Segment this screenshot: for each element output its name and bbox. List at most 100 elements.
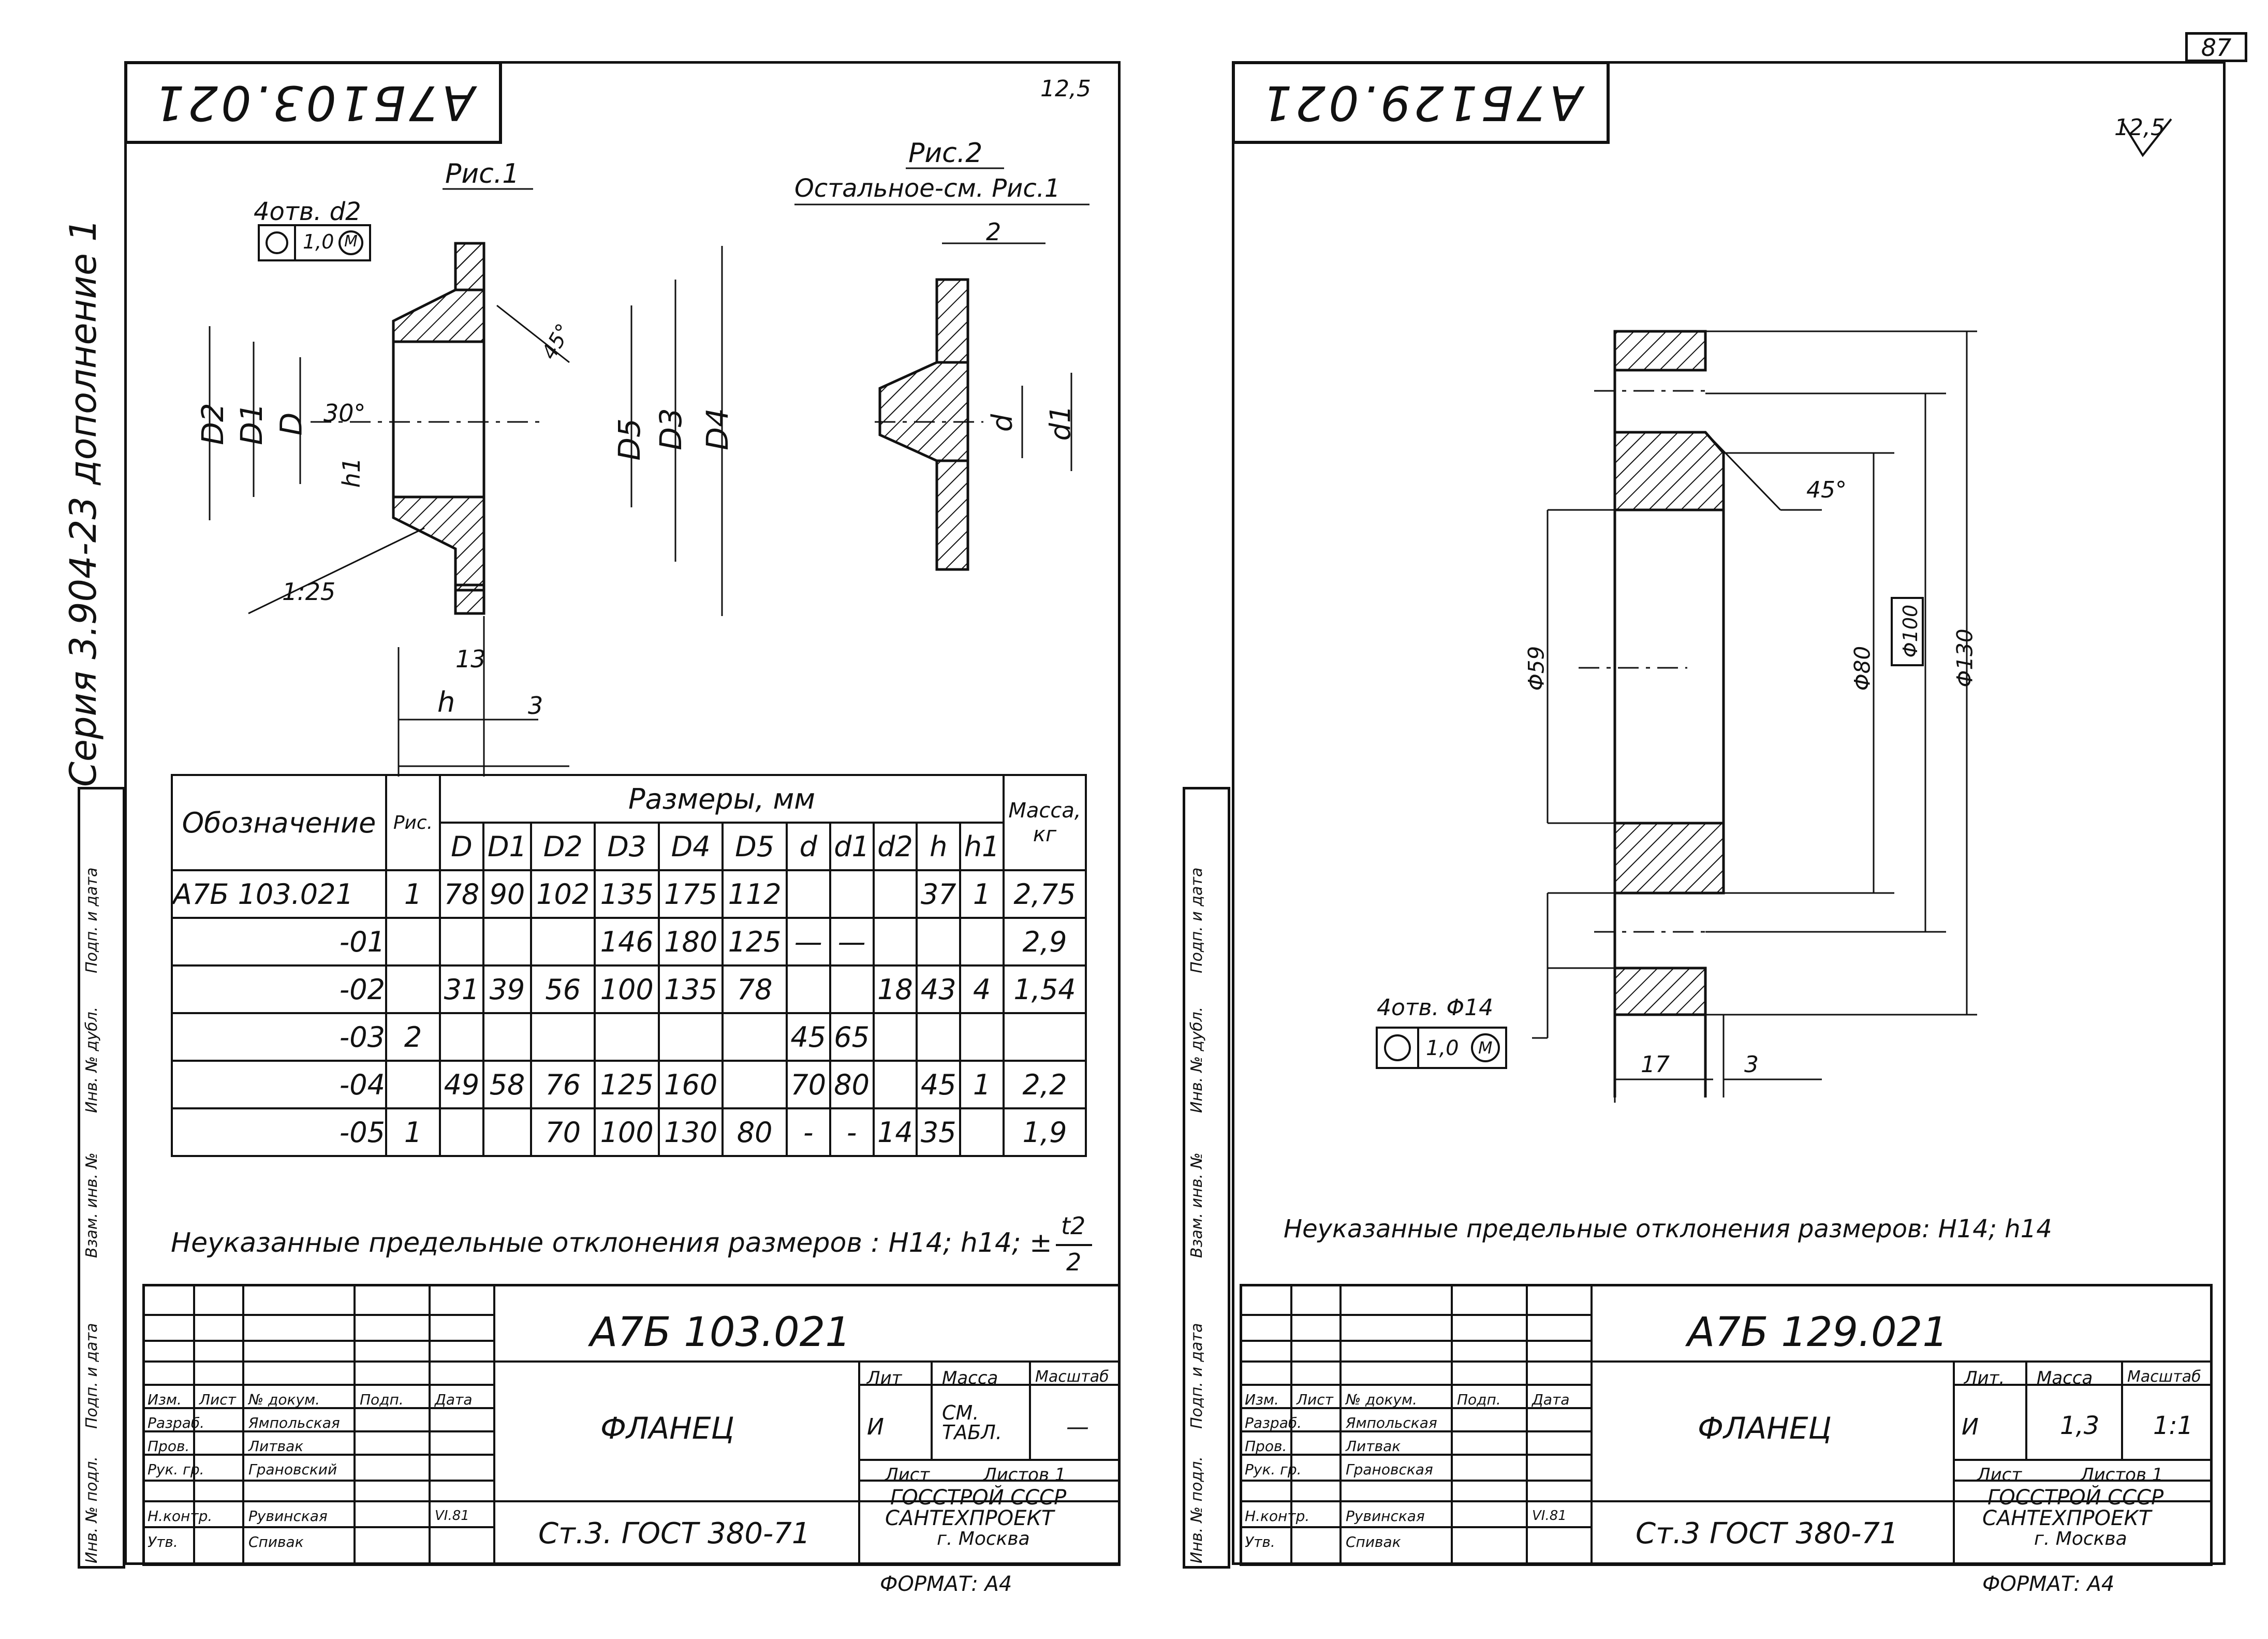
col-d: d	[785, 822, 831, 871]
table-row: А7Б 103.021 1 78 90 102 135 175 112 37 1…	[171, 869, 1087, 919]
sheet-1-tb-person-3: Грановский	[248, 1461, 337, 1478]
sheet-2-dim17: 17	[1641, 1051, 1670, 1078]
sheet-2-dia59: Φ59	[1523, 646, 1549, 691]
col-h1: h1	[959, 822, 1005, 871]
sheet-2-tb-material: Ст.3 ГОСТ 380-71	[1636, 1517, 1898, 1550]
sheet-2-code-box: А7Б129.021	[1232, 61, 1610, 144]
sheet-1-tb-lit-label: Лит	[867, 1368, 902, 1388]
col-D2: D2	[530, 822, 596, 871]
sheet-2-tb-role-2: Пров.	[1245, 1438, 1287, 1455]
sheet-2-tb-org1: ГОССТРОЙ СССР	[1987, 1486, 2164, 1510]
sheet-1-tb-mass-value: СМ. ТАБЛ.	[942, 1401, 1002, 1444]
sheet-2-tb-scale-label: Масштаб	[2127, 1368, 2201, 1386]
sheet-2-tb-h-date: Дата	[1532, 1391, 1570, 1408]
dim-label-angle30: 30°	[323, 399, 366, 427]
table-row: -01 146 180 125 — — 2,9	[171, 917, 1087, 967]
col-D: D	[439, 822, 484, 871]
sheet-2-side-label-inv-podl: Инв. № подл.	[1188, 1456, 1206, 1563]
sheet-1-tb-role-5: Н.контр.	[148, 1508, 213, 1525]
table-row: -04 49 58 76 125 160 70 80 45 1 2,2	[171, 1060, 1087, 1109]
sheet-1-format: ФОРМАТ: А4	[880, 1572, 1012, 1596]
sheet-2-tb-h-podp: Подп.	[1457, 1391, 1501, 1408]
col-d2: d2	[872, 822, 918, 871]
sheet-1-code-box: А7Б103.021	[124, 61, 502, 144]
sheet-2-tb-person-2: Литвак	[1346, 1438, 1401, 1455]
sheet-2-tb-h-list: Лист	[1297, 1391, 1333, 1408]
sheet-2-side-label-podp-data-2: Подп. и дата	[1188, 867, 1206, 973]
sheet-1-tb-h-doc: № докум.	[248, 1391, 320, 1408]
sheet-2-tolerance-frame	[1376, 1027, 1507, 1069]
sheet-1-tb-scale-label: Масштаб	[1035, 1368, 1109, 1386]
sheet-1-tb-role-6: Утв.	[148, 1533, 178, 1550]
sheet-1-tb-person-6: Спивак	[248, 1533, 304, 1550]
sheet-2-tolerance-value: 1,0	[1426, 1036, 1459, 1060]
col-D5: D5	[721, 822, 788, 871]
sheet-2-tb-mass-value: 1,3	[2060, 1411, 2100, 1440]
sheet-1-note-frac-num: t2	[1061, 1212, 1086, 1240]
sheet-1-tb-name: ФЛАНЕЦ	[600, 1411, 734, 1446]
sheet-2-tb-sheets-label: Листов 1	[2081, 1465, 2163, 1485]
sheet-1-title-grid	[142, 1284, 1121, 1566]
sheet-2-tb-role-1: Разраб.	[1245, 1414, 1302, 1431]
sheet-2-title-block: А7Б 129.021 ФЛАНЕЦ Ст.3 ГОСТ 380-71 Лит.…	[1240, 1284, 2213, 1566]
dim-label-3: 3	[528, 692, 543, 720]
sheet-2-tb-date: VI.81	[1532, 1508, 1567, 1524]
col-D1: D1	[482, 822, 533, 871]
sheet-1-tb-person-5: Рувинская	[248, 1508, 328, 1525]
header-mass: Масса, кг	[1003, 774, 1087, 871]
sheet-2-tolerance-modifier: M	[1478, 1038, 1493, 1058]
sheet-2-tb-lit-value: И	[1962, 1414, 1979, 1440]
sheet-2-side-label-dubl: Инв. № дубл.	[1188, 1006, 1206, 1113]
sheet-1-tb-role-3: Рук. гр.	[148, 1461, 204, 1478]
fig2-label: Рис.2	[908, 138, 983, 169]
dim-label-2: 2	[986, 218, 1002, 246]
header-designation: Обозначение	[171, 774, 387, 871]
sheet-1-tb-person-2: Литвак	[248, 1438, 304, 1455]
fig1-bolt-bottom	[454, 583, 485, 615]
fig2-note: Остальное-см. Рис.1	[794, 174, 1061, 203]
col-h: h	[916, 822, 962, 871]
sheet-2-dia80: Φ80	[1849, 646, 1875, 691]
sheet-1-tb-org3: г. Москва	[937, 1528, 1030, 1549]
sheet-2-tb-lit-label: Лит.	[1964, 1368, 2005, 1388]
sheet-2-tb-org3: г. Москва	[2034, 1528, 2127, 1549]
flange-bottom-section	[1613, 822, 1725, 895]
page-number: 87	[2201, 34, 2232, 62]
sheet-1-tb-role-1: Разраб.	[148, 1414, 205, 1431]
flange-top-bolt-section	[1613, 330, 1707, 372]
sheet-1-tb-h-date: Дата	[435, 1391, 473, 1408]
sheet-2-dia100: Φ100	[1899, 604, 1922, 658]
sheet-2-note: Неуказанные предельные отклонения размер…	[1284, 1214, 2052, 1243]
sheet-1-tb-role-2: Пров.	[148, 1438, 190, 1455]
dia100-box	[1891, 597, 1924, 666]
sheet-1-title-block: А7Б 103.021 ФЛАНЕЦ Ст.3. ГОСТ 380-71 Лит…	[142, 1284, 1121, 1566]
sheet-2-tb-h-doc: № докум.	[1346, 1391, 1418, 1408]
fig2-flange-bottom	[935, 459, 969, 571]
sheet-1-tb-h-izm: Изм.	[148, 1391, 182, 1408]
dim-label-h: h	[437, 686, 455, 719]
sheet-2-side-label-vzam: Взам. инв. №	[1188, 1152, 1206, 1258]
sheet-1-tb-org2: САНТЕХПРОЕКТ	[885, 1506, 1054, 1530]
sheet-1-tb-sheet-label: Лист	[885, 1465, 930, 1485]
header-fig: Рис.	[385, 774, 441, 871]
sheet-2-dim3: 3	[1744, 1051, 1759, 1078]
sheet-2-tb-role-3: Рук. гр.	[1245, 1461, 1302, 1478]
sheet-2-tb-role-5: Н.контр.	[1245, 1508, 1310, 1525]
sheet-1-tb-person-1: Ямпольская	[248, 1414, 340, 1431]
flange-bottom-bolt-section	[1613, 967, 1707, 1016]
fig1-tolerance-value: 1,0	[303, 230, 334, 253]
sheet-2-tb-person-1: Ямпольская	[1346, 1414, 1437, 1431]
sheet-1-tb-material: Ст.3. ГОСТ 380-71	[538, 1517, 811, 1550]
sheet-1-tb-sheets-label: Листов 1	[983, 1465, 1066, 1485]
page-number-box: 87	[2185, 32, 2247, 62]
sheet-2-format: ФОРМАТ: А4	[1982, 1572, 2115, 1596]
table-row: -03 2 45 65	[171, 1012, 1087, 1062]
sheet-1-tb-org1: ГОССТРОЙ СССР	[890, 1486, 1067, 1510]
fig1-tolerance-modifier: M	[344, 232, 358, 251]
sheet-2-holes-note: 4отв. Φ14	[1377, 994, 1494, 1021]
sheet-2-tb-person-3: Грановская	[1346, 1461, 1433, 1478]
sheet-2-side-stamp	[1183, 787, 1230, 1569]
sheet-1-tb-designation: А7Б 103.021	[590, 1309, 851, 1356]
sheet-1-tb-h-podp: Подп.	[360, 1391, 404, 1408]
